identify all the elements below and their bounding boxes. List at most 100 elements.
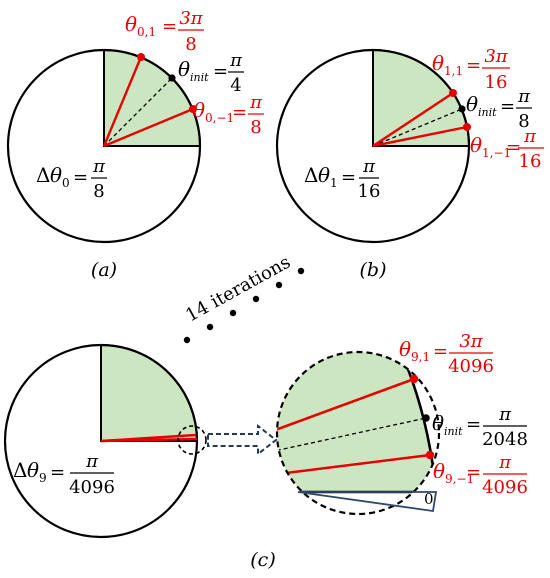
panel-c-delta-label: Δ θ 9 = π 4096 (13, 451, 115, 498)
zoom-circle-border (275, 350, 441, 516)
panel-b-upper-ray (372, 91, 454, 148)
zoom-init-label: θ init = π 2048 (432, 404, 528, 450)
panel-a-caption: (a) (91, 259, 117, 281)
panel-a-lower-label: θ 0,−1 = π 8 (193, 92, 264, 138)
panel-a-lower-point (189, 105, 197, 113)
panel-c: Δ θ 9 = π 4096 (3, 331, 528, 571)
panel-b-lower-label: θ 1,−1 = π 16 (470, 126, 544, 172)
panel-c-search-sector (100, 343, 199, 442)
denominator: 8 (518, 111, 529, 132)
denominator: 4096 (482, 477, 528, 498)
delta: Δ (13, 458, 27, 482)
subscript: init (190, 71, 209, 84)
equals: = (50, 462, 65, 483)
panel-c-zoom-region (177, 425, 207, 455)
symbol: θ (466, 92, 478, 116)
denominator: 4096 (69, 477, 115, 498)
delta: Δ (36, 163, 50, 187)
subscript: init (444, 425, 463, 438)
denominator: 16 (485, 72, 508, 93)
subscript: 9 (39, 471, 47, 485)
zoom-arrow (207, 423, 278, 457)
delta: Δ (304, 163, 318, 187)
panel-b-init-point (458, 105, 466, 113)
panel-a-upper-point (137, 53, 145, 61)
denominator: 4 (230, 75, 241, 96)
symbol: θ (50, 163, 62, 187)
denominator: 8 (185, 34, 196, 55)
numerator: π (523, 126, 537, 147)
denominator: 4096 (448, 356, 494, 377)
numerator: π (229, 50, 243, 71)
panel-a-init-ray (103, 77, 173, 147)
zoom-zero-label: 0 (424, 490, 434, 508)
subscript: init (478, 106, 497, 119)
denominator: 16 (519, 151, 542, 172)
ellipsis-dot (183, 336, 191, 344)
ellipsis-dot (206, 323, 214, 331)
equals: = (162, 16, 177, 37)
iterations-annotation: 14 iterations (182, 252, 305, 344)
denominator: 2048 (482, 429, 528, 450)
subscript: 1 (330, 176, 338, 190)
ellipsis-dot (229, 309, 237, 317)
panel-b-init-label: θ init = π 8 (466, 86, 532, 132)
symbol: θ (193, 98, 205, 122)
panel-c-caption: (c) (250, 549, 275, 571)
symbol: θ (318, 163, 330, 187)
ellipsis-dot (275, 281, 283, 289)
numerator: π (92, 156, 106, 177)
denominator: 8 (250, 117, 261, 138)
panel-b-circle (275, 48, 471, 244)
panel-b-upper-label: θ 1,1 = 3π 16 (432, 46, 510, 93)
symbol: θ (27, 458, 39, 482)
ellipsis-dot (297, 267, 305, 275)
panel-a-upper-ray (102, 56, 143, 147)
subscript: 0,−1 (205, 111, 234, 125)
equals: = (506, 137, 521, 158)
numerator: 3π (484, 46, 508, 67)
zoom-upper-label: θ 9,1 = 3π 4096 (399, 331, 494, 377)
symbol: θ (432, 411, 444, 435)
equals: = (433, 341, 448, 362)
equals: = (232, 102, 247, 123)
numerator: 3π (459, 331, 483, 352)
zoom-wedge-outline (297, 491, 438, 513)
equals: = (213, 61, 228, 82)
zoom-lower-ray (277, 453, 431, 477)
panel-b-lower-point (463, 123, 471, 131)
symbol: θ (432, 51, 444, 75)
panel-c-lower-ray (100, 437, 198, 443)
subscript: 0,1 (137, 25, 156, 39)
zoom-search-sector (277, 352, 436, 492)
panel-c-circle (3, 343, 199, 539)
panel-a-upper-label: θ 0,1 = 3π 8 (125, 8, 204, 55)
equals: = (341, 167, 356, 188)
equals: = (466, 55, 481, 76)
symbol: θ (433, 459, 445, 483)
iterations-label: 14 iterations (182, 252, 294, 327)
panel-a-lower-ray (103, 107, 194, 148)
panel-b-init-ray (372, 108, 463, 147)
panel-a-init-point (168, 74, 176, 82)
equals: = (73, 167, 88, 188)
panel-a-init-label: θ init = π 4 (178, 50, 244, 96)
numerator: π (498, 452, 512, 473)
numerator: π (362, 156, 376, 177)
symbol: θ (399, 337, 411, 361)
numerator: π (85, 451, 99, 472)
subscript: 9,−1 (445, 472, 474, 486)
zoomed-view: 0 (275, 350, 441, 516)
zoom-lower-label: θ 9,−1 = π 4096 (433, 452, 528, 498)
panel-a: θ 0,1 = 3π 8 θ init = π 4 θ 0,−1 = π 8 Δ (6, 8, 264, 281)
panel-a-delta-label: Δ θ 0 = π 8 (36, 156, 107, 202)
zoom-lower-point (425, 450, 435, 460)
panel-b-upper-point (449, 89, 457, 97)
symbol: θ (125, 12, 137, 36)
numerator: 3π (179, 8, 203, 29)
zoom-upper-ray (277, 377, 415, 434)
equals: = (466, 462, 481, 483)
subscript: 0 (62, 176, 70, 190)
zoom-init-point (422, 414, 430, 422)
